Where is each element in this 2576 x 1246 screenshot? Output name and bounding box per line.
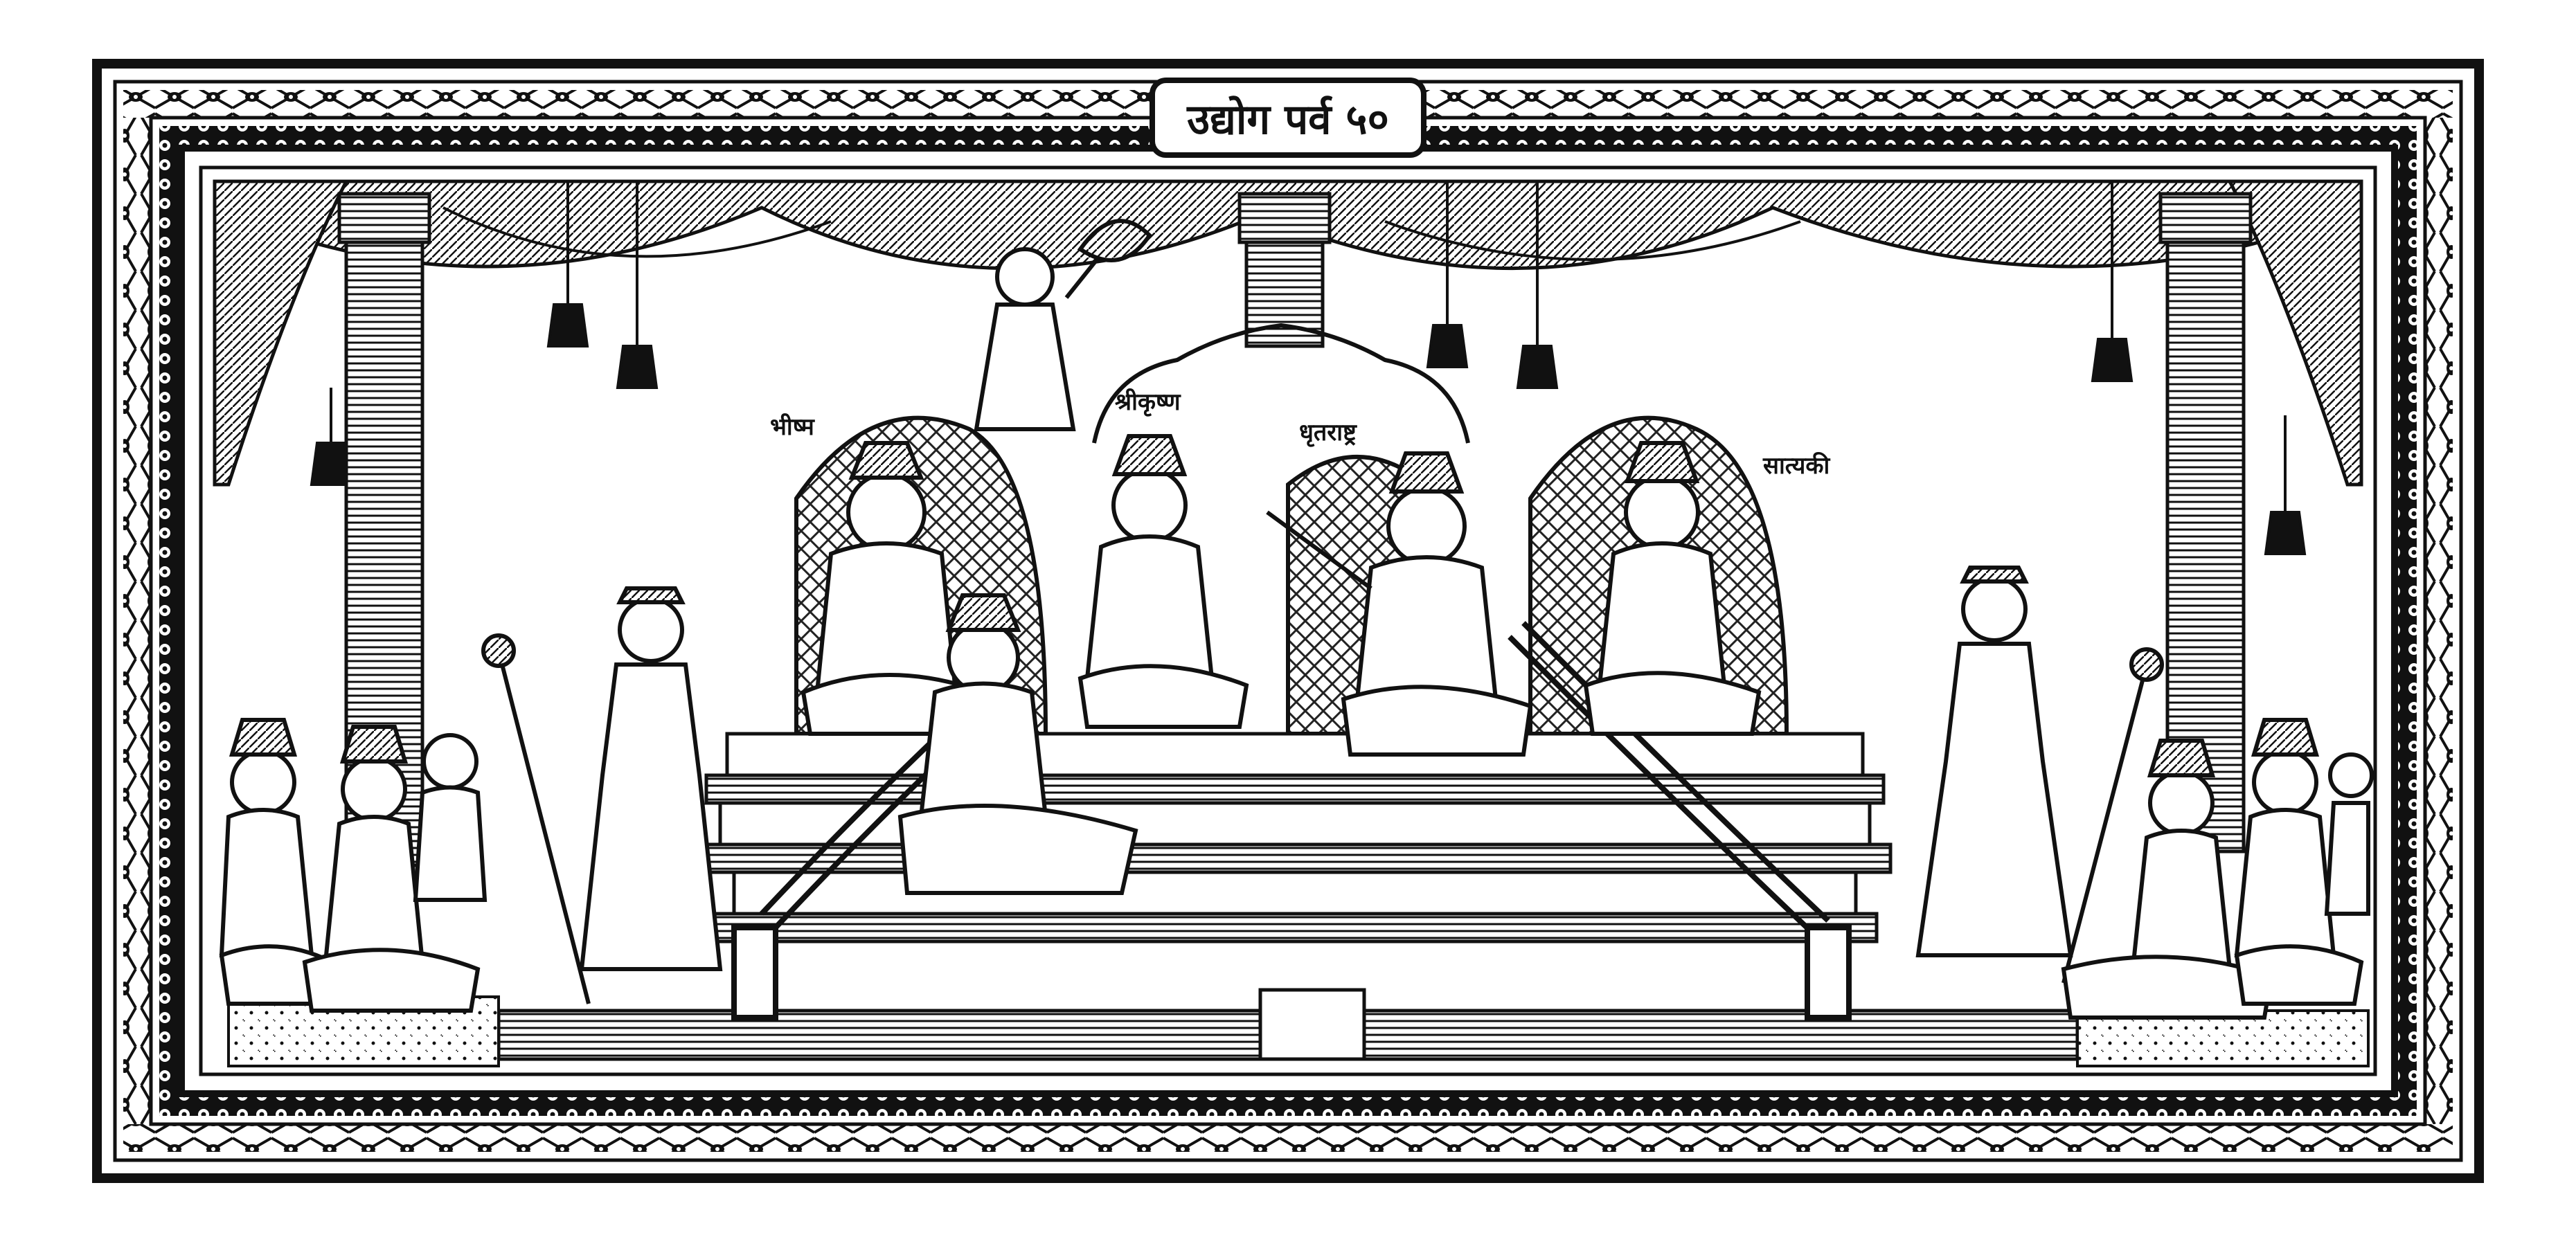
dais-steps bbox=[497, 732, 2079, 1061]
seated-courtiers bbox=[219, 718, 2374, 1020]
stair-rails bbox=[731, 621, 1852, 1020]
plate-title: उद्योग पर्व ५० bbox=[1150, 78, 1426, 158]
seated-figures bbox=[800, 219, 1762, 895]
arch-canopy bbox=[1092, 323, 1470, 444]
label-bhishma: भीष्म bbox=[770, 413, 814, 441]
palace-pillars bbox=[337, 192, 2253, 867]
court-scene bbox=[213, 179, 2374, 1067]
hanging-tassels bbox=[310, 181, 2307, 555]
label-dhritarashtra: धृतराष्ट्र bbox=[1299, 419, 1357, 446]
label-satyaki: सात्यकी bbox=[1763, 452, 1830, 480]
standing-attendants bbox=[481, 566, 2164, 1004]
label-krishna: श्रीकृष्ण bbox=[1115, 388, 1181, 416]
